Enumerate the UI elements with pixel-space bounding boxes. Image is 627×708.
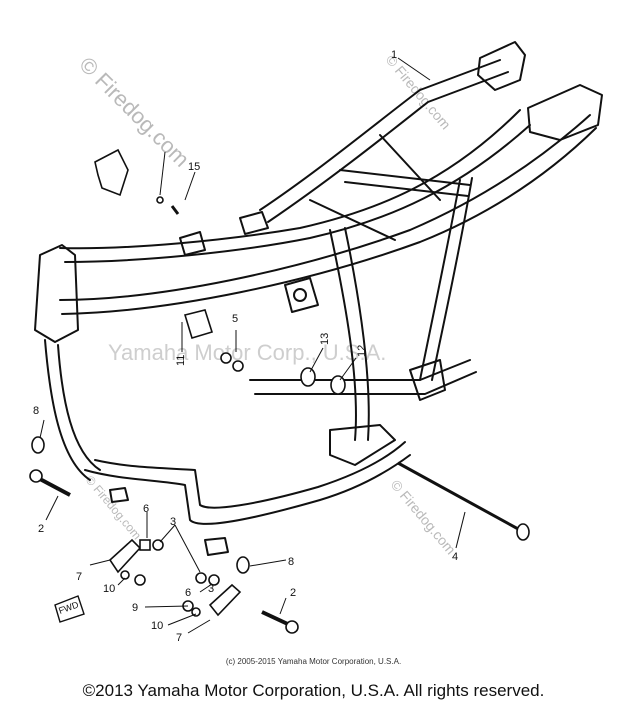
mount-plate (329, 424, 396, 466)
bolt-2-left (37, 476, 71, 497)
collar-8-right (236, 556, 250, 574)
pivot-bracket (409, 359, 446, 401)
callout-4: 4 (452, 551, 458, 563)
callout-3-mid: 3 (208, 583, 214, 595)
cradle-inner (94, 441, 406, 509)
callout-10-left: 10 (103, 583, 115, 595)
callout-7-right: 7 (176, 632, 182, 644)
callout-6-mid: 6 (185, 587, 191, 599)
grommet-13 (300, 367, 316, 387)
top-rail-lower (64, 124, 531, 263)
nut-5b (232, 360, 244, 372)
rear-downtube-a (329, 229, 357, 441)
front-mount-mid (204, 537, 229, 556)
nut-6a (139, 539, 151, 551)
washer-10b (191, 607, 201, 617)
lower-cross-b (254, 371, 477, 395)
washer-6-top (156, 196, 164, 204)
rear-bracket-top (477, 41, 526, 91)
watermark-firedog-top: © Firedog.com (74, 52, 194, 172)
cross-brace-4 (309, 199, 396, 241)
rear-rail-a (259, 59, 501, 211)
callout-labels: 1 2 2 3 3 4 5 6 6 7 7 8 8 9 10 10 11 12 … (33, 49, 458, 644)
bracket-7-left (108, 538, 142, 574)
callout-5: 5 (232, 313, 238, 325)
callout-9: 9 (132, 602, 138, 614)
frame-assembly (34, 41, 603, 556)
top-rail-upper (59, 109, 521, 250)
watermark-yamaha: Yamaha Motor Corp., U.S.A. (108, 340, 386, 365)
callout-10-right: 10 (151, 620, 163, 632)
watermark-firedog-left-bottom: © Firedog.com (83, 473, 144, 542)
callout-12: 12 (356, 345, 368, 357)
front-mount-left (109, 487, 129, 503)
tank-bracket-2 (239, 211, 269, 235)
callout-11: 11 (175, 355, 187, 366)
grommet-12 (330, 375, 346, 395)
nut-9a (134, 574, 146, 586)
head-stock (34, 244, 79, 343)
washer-10a (120, 570, 130, 580)
callout-7-left: 7 (76, 571, 82, 583)
callout-8-left: 8 (33, 405, 39, 417)
parts (29, 148, 530, 634)
bolt-long-4-head (516, 523, 530, 541)
nut-3a (152, 539, 164, 551)
cross-brace-3 (379, 134, 441, 201)
tank-bracket-1 (179, 231, 206, 256)
callout-13: 13 (319, 333, 331, 345)
main-rail-upper (59, 114, 591, 301)
small-copyright: (c) 2005-2015 Yamaha Motor Corporation, … (225, 657, 402, 666)
callout-3-top: 3 (170, 516, 176, 528)
nut-5a (220, 352, 232, 364)
swing-tube-a (419, 179, 461, 381)
cradle-outer (84, 454, 411, 525)
nut-3b (208, 574, 220, 586)
cross-brace-1 (339, 169, 471, 186)
down-tube-b (57, 344, 101, 471)
nut-6b (195, 572, 207, 584)
bolt-2-left-head (29, 469, 43, 483)
bolt-long-4 (397, 461, 521, 532)
rear-rail-b (267, 71, 509, 223)
callout-1: 1 (391, 49, 397, 61)
rear-bracket-right (527, 84, 603, 141)
down-tube-a (44, 339, 91, 481)
swing-tube-b (431, 177, 473, 381)
main-rail-lower (61, 127, 597, 315)
callout-2-left: 2 (38, 523, 44, 535)
callout-2-right: 2 (290, 587, 296, 599)
rear-downtube-b (344, 227, 370, 441)
engine-mount-center (284, 277, 319, 313)
engine-mount-hole (293, 288, 307, 302)
callout-8-right: 8 (288, 556, 294, 568)
watermark-firedog-right-bottom: © Firedog.com (388, 477, 459, 558)
leader-lines (39, 57, 466, 634)
cross-brace-2 (344, 181, 469, 197)
callout-15: 15 (188, 161, 200, 173)
main-copyright: ©2013 Yamaha Motor Corporation, U.S.A. A… (82, 681, 545, 700)
bracket-7-right (208, 583, 242, 617)
fwd-tag: FWD (54, 595, 85, 623)
bolt-15 (170, 205, 180, 215)
collar-8-left (31, 436, 45, 454)
rubber-mount-11 (183, 309, 214, 339)
side-guard-plate (94, 148, 129, 197)
callout-6-top: 6 (143, 503, 149, 515)
bolt-2-right-head (285, 620, 299, 634)
